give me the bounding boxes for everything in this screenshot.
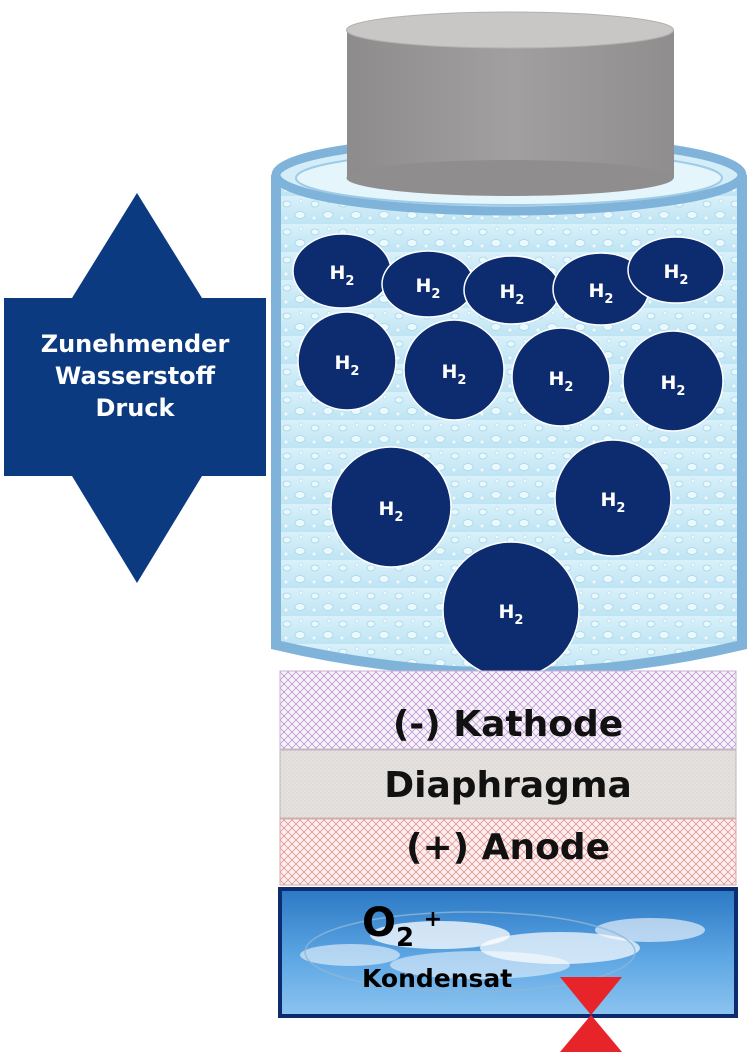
oxygen-symbol: O — [362, 900, 397, 946]
kondensat-label: Kondensat — [362, 964, 513, 993]
svg-text:H2: H2 — [335, 352, 360, 379]
svg-text:H2: H2 — [549, 368, 574, 395]
h2-bubble: H2 — [552, 252, 650, 326]
diaphragma-label: Diaphragma — [384, 765, 632, 806]
valve-icon[interactable] — [560, 977, 622, 1052]
arrow-label: Zunehmender Wasserstoff Druck — [4, 328, 266, 424]
svg-text:H2: H2 — [601, 489, 626, 516]
kathode-label: (-) Kathode — [392, 704, 624, 745]
arrow-label-line2: Wasserstoff — [54, 362, 216, 390]
svg-text:H2: H2 — [499, 601, 524, 628]
kathode-layer — [279, 670, 737, 750]
h2-bubble: H2 — [403, 319, 505, 421]
pressure-arrow — [4, 193, 266, 583]
arrow-label-line3: Druck — [95, 394, 175, 422]
h2-bubble: H2 — [330, 446, 452, 568]
h2-bubble: H2 — [511, 327, 611, 427]
h2-bubble: H2 — [622, 330, 724, 432]
h2-bubble: H2 — [442, 541, 580, 679]
diaphragma-layer — [279, 749, 737, 819]
svg-text:H2: H2 — [379, 498, 404, 525]
svg-text:H2: H2 — [442, 361, 467, 388]
svg-text:H2: H2 — [664, 261, 689, 288]
h2-bubble: H2 — [463, 255, 561, 325]
anode-label: (+) Anode — [405, 827, 610, 868]
svg-text:H2: H2 — [330, 262, 355, 289]
svg-text:H2: H2 — [500, 281, 525, 308]
h2-bubble: H2 — [381, 250, 475, 318]
hydrogen-bubbles: H2 H2 H2 H2 H2 H2 H2 H2 — [292, 233, 725, 679]
h2-bubble: H2 — [297, 311, 397, 411]
arrow-label-line1: Zunehmender — [40, 330, 230, 358]
h2-bubble: H2 — [627, 236, 725, 304]
svg-text:H2: H2 — [416, 275, 441, 302]
oxygen-chamber — [278, 887, 738, 1018]
anode-layer — [279, 818, 737, 886]
h2-bubble: H2 — [554, 439, 672, 557]
oxygen-plus: + — [423, 907, 443, 932]
h2-bubble: H2 — [292, 233, 392, 309]
oxygen-subscript: 2 — [396, 923, 415, 953]
cylinder-cap — [346, 11, 674, 196]
oxygen-label: O2 + — [362, 900, 443, 953]
svg-text:H2: H2 — [589, 280, 614, 307]
svg-text:H2: H2 — [661, 372, 686, 399]
